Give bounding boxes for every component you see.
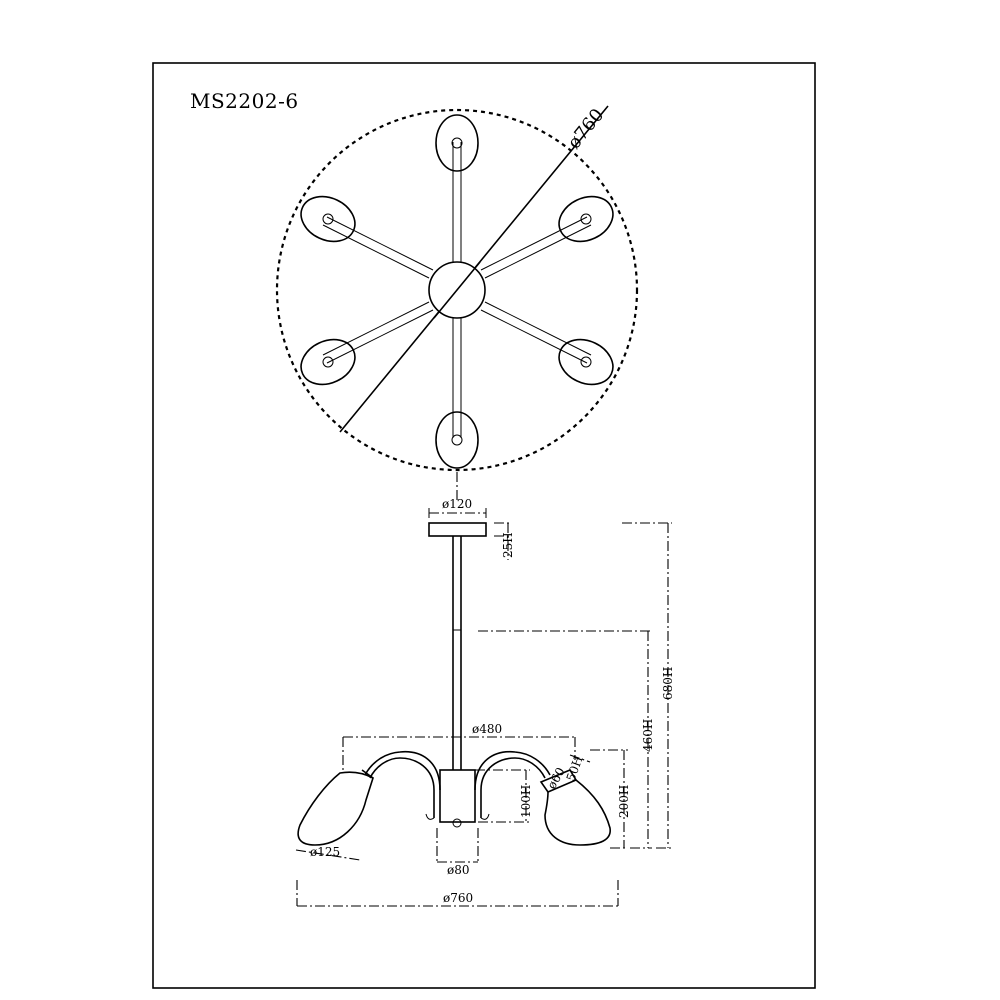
side-arm-left xyxy=(364,750,441,820)
body-diameter-label: ø80 xyxy=(447,863,470,877)
side-arm-right xyxy=(474,750,551,820)
total-height-label: 680H xyxy=(661,667,675,700)
top-diameter-label: ø760 xyxy=(564,105,609,153)
arm-span-label: ø480 xyxy=(472,722,502,736)
drawing-frame xyxy=(152,62,816,989)
outer-diameter-circle xyxy=(275,108,639,472)
shade-diameter-label: ø125 xyxy=(310,845,340,859)
top-view-arms xyxy=(322,142,592,438)
canopy-height-label: 25H xyxy=(501,532,515,558)
body-height-label: 100H xyxy=(519,785,533,818)
lamp-cup-lower-right xyxy=(558,338,614,386)
body-finial xyxy=(452,818,462,828)
top-view: ø760 xyxy=(275,105,639,500)
lamp-cup-lower-left xyxy=(300,338,356,386)
side-view: ø120 25H xyxy=(295,497,675,907)
lamp-shade-right xyxy=(539,768,611,846)
holder-height-label: 50H xyxy=(564,754,586,783)
canopy-diameter-label: ø120 xyxy=(442,497,472,511)
hub-diameter-line xyxy=(433,261,481,319)
ceiling-canopy xyxy=(428,522,487,537)
model-number: MS2202-6 xyxy=(190,89,299,113)
lamp-shade-left xyxy=(297,769,374,846)
lamp-cup-upper-left xyxy=(300,195,356,243)
lamp-cup-bottom xyxy=(435,411,479,469)
central-body xyxy=(439,769,476,823)
lamp-cup-upper-right xyxy=(558,195,614,243)
lamp-cup-top xyxy=(435,114,479,172)
rod-height-label: 460H xyxy=(641,719,655,752)
overall-diameter-label: ø760 xyxy=(443,891,473,905)
arm-height-label: 200H xyxy=(617,785,631,818)
